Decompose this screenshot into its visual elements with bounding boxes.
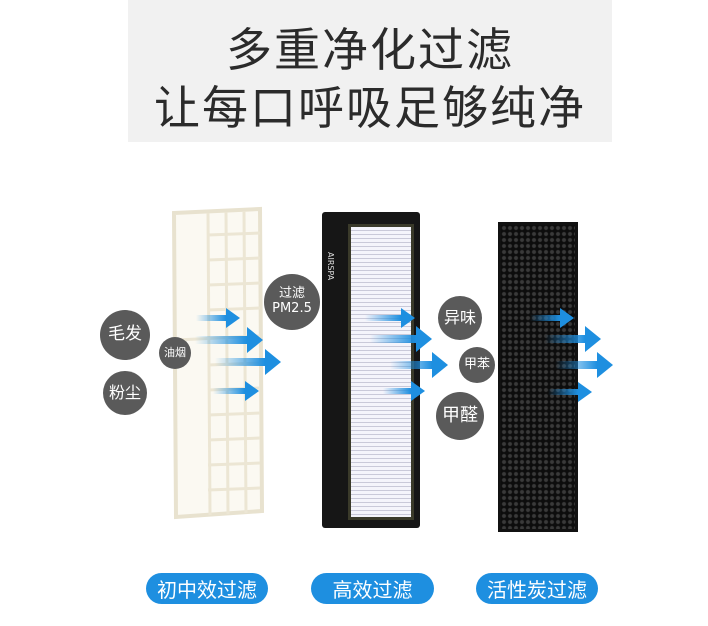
headline-line-1: 多重净化过滤 bbox=[226, 23, 514, 77]
hepa-filter-image: AIRSPA bbox=[322, 212, 420, 528]
pollutant-toluene: 甲苯 bbox=[459, 347, 495, 383]
headline-line-2: 让每口呼吸足够纯净 bbox=[154, 81, 586, 135]
pollutant-formaldehyde: 甲醛 bbox=[436, 392, 484, 440]
carbon-filter-image bbox=[498, 222, 578, 532]
pollutant-pm25: 过滤 PM2.5 bbox=[264, 274, 320, 330]
hepa-pleats bbox=[348, 224, 414, 520]
headline-banner: 多重净化过滤 让每口呼吸足够纯净 bbox=[128, 0, 612, 142]
pm25-label-line1: 过滤 bbox=[278, 286, 305, 302]
stage-label-pre-filter: 初中效过滤 bbox=[146, 573, 268, 604]
pollutant-hair: 毛发 bbox=[100, 310, 150, 360]
pollutant-oil-smoke: 油烟 bbox=[159, 337, 191, 369]
pollutant-dust: 粉尘 bbox=[103, 371, 147, 415]
stage-label-hepa: 高效过滤 bbox=[311, 573, 434, 604]
pm25-label-line2: PM2.5 bbox=[272, 301, 312, 316]
brand-logo: AIRSPA bbox=[326, 252, 335, 281]
stage-label-carbon: 活性炭过滤 bbox=[476, 573, 598, 604]
pollutant-odor: 异味 bbox=[438, 296, 482, 340]
